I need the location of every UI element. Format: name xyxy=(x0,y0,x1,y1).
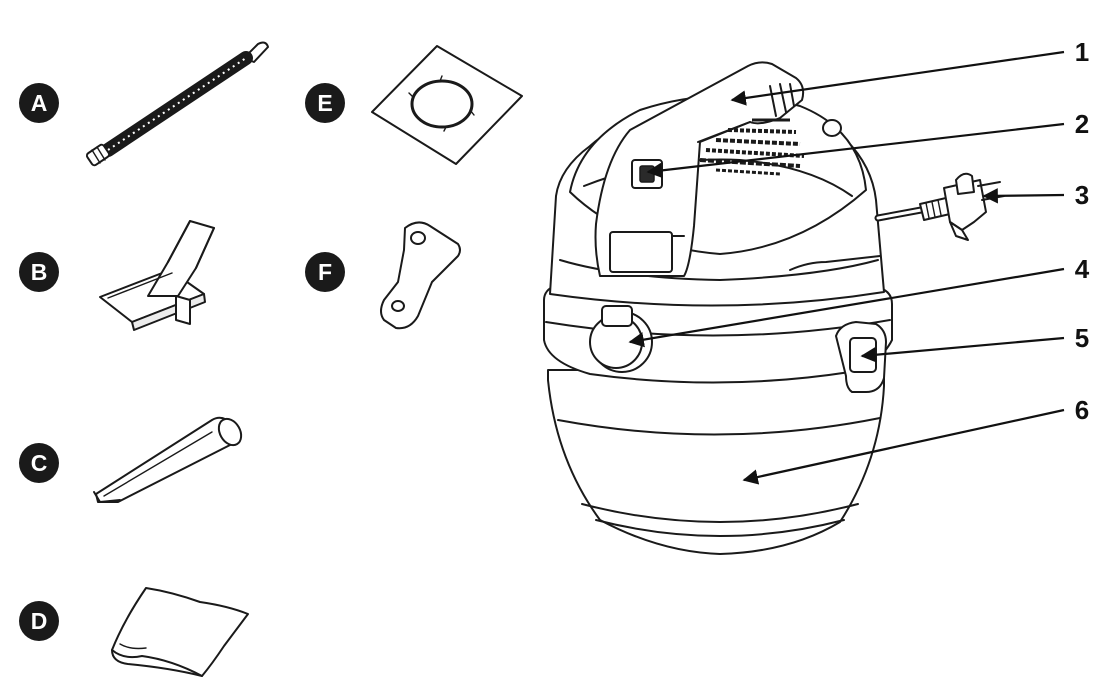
hose-illustration xyxy=(85,41,269,167)
callout-2: 2 xyxy=(1075,109,1089,139)
cloth-filter-illustration xyxy=(111,587,249,677)
callout-5: 5 xyxy=(1075,323,1089,353)
badge-d: D xyxy=(19,601,59,641)
vacuum-illustration xyxy=(543,61,1005,555)
badge-a: A xyxy=(19,83,59,123)
badge-a-label: A xyxy=(31,90,48,116)
badge-c: C xyxy=(19,443,59,483)
callout-4: 4 xyxy=(1075,254,1090,284)
badge-e-label: E xyxy=(317,90,332,116)
utility-nozzle-illustration xyxy=(99,220,215,331)
retaining-ring-illustration xyxy=(371,45,523,165)
badge-f-label: F xyxy=(318,259,332,285)
warning-label-icon xyxy=(699,118,805,176)
callout-1: 1 xyxy=(1075,37,1089,67)
badge-b: B xyxy=(19,252,59,292)
badge-c-label: C xyxy=(31,450,48,476)
badge-f: F xyxy=(305,252,345,292)
badge-b-label: B xyxy=(31,259,48,285)
badge-d-label: D xyxy=(31,608,48,634)
plug-icon xyxy=(943,172,1005,241)
crevice-tool-illustration xyxy=(93,416,243,503)
callout-leaders xyxy=(628,50,1065,485)
callout-6: 6 xyxy=(1075,395,1089,425)
adapter-illustration xyxy=(380,221,461,330)
callout-3: 3 xyxy=(1075,180,1089,210)
badge-e: E xyxy=(305,83,345,123)
